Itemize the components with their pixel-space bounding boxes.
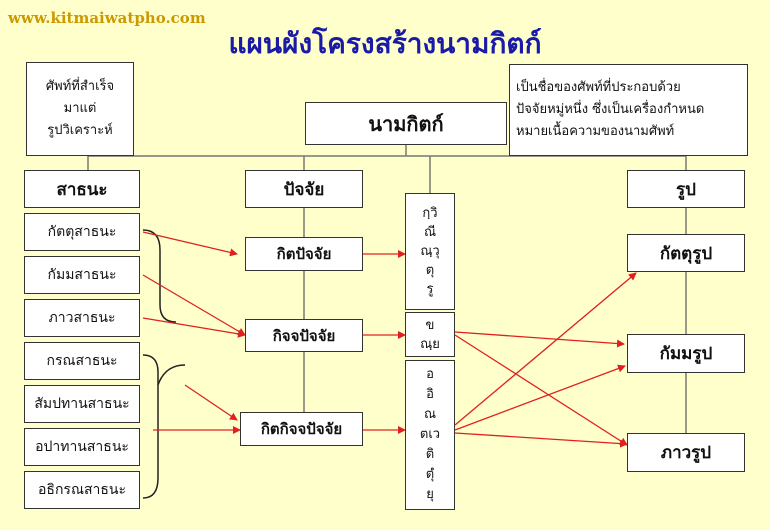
connector-arrow: [454, 272, 637, 426]
sadhana-item: กรณสาธนะ: [24, 342, 140, 380]
note-right-line: ปัจจัยหมู่หนึ่ง ซึ่งเป็นเครื่องกำหนด: [516, 102, 705, 117]
suffix-label: ตุ: [425, 263, 435, 278]
suffix-label: กฺวิ: [422, 206, 438, 221]
suffix-label: ยุ: [426, 487, 434, 502]
suffix-label: รู: [426, 282, 434, 297]
header-paccaya: ปัจจัย: [245, 170, 363, 208]
suffix-label: ณี: [423, 225, 437, 240]
sadhana-item: อปาทานสาธนะ: [24, 428, 140, 466]
note-right-line: เป็นชื่อของศัพท์ที่ประกอบด้วย: [516, 80, 681, 95]
suffix-label: ณฺวุ: [420, 244, 440, 259]
suffix-box: กฺวิ ณี ณฺวุ ตุ รู: [405, 193, 455, 310]
suffix-label: ตุํ: [425, 467, 435, 482]
brace-lines: [142, 229, 186, 499]
suffix-label: ตเว: [419, 427, 441, 442]
connector-arrow: [454, 334, 628, 446]
watermark: www.kitmaiwatpho.com: [8, 9, 206, 27]
note-left-line: มาแต่: [63, 101, 97, 116]
connector-arrow: [454, 364, 626, 431]
sadhana-item: กัมมสาธนะ: [24, 256, 140, 294]
sadhana-item: สัมปทานสาธนะ: [24, 385, 140, 423]
note-left-line: รูปวิเคราะห์: [47, 123, 113, 138]
note-left-line: ศัพท์ที่สำเร็จ: [45, 79, 115, 94]
paccaya-group: กิจจปัจจัย: [245, 319, 363, 352]
suffix-label: ข: [425, 317, 435, 333]
suffix-box: ข ณฺย: [405, 312, 455, 357]
connector-arrow: [454, 331, 625, 348]
header-rupa: รูป: [627, 170, 745, 208]
connector-arrow: [142, 231, 238, 257]
root-box: นามกิตก์: [305, 102, 507, 145]
rupa-item: กัมมรูป: [627, 334, 745, 373]
suffix-label: ติ: [425, 447, 435, 462]
suffix-label: อิ: [426, 387, 434, 402]
suffix-label: ณฺย: [420, 336, 440, 352]
header-sadhana: สาธนะ: [24, 170, 140, 208]
connector-arrow: [184, 384, 238, 421]
sadhana-item: อธิกรณสาธนะ: [24, 471, 140, 509]
suffix-label: ณ: [423, 407, 437, 422]
note-right-box: เป็นชื่อของศัพท์ที่ประกอบด้วย ปัจจัยหมู่…: [509, 64, 748, 156]
connector-arrow: [142, 274, 246, 336]
sadhana-item: ภาวสาธนะ: [24, 299, 140, 337]
suffix-label: อ: [426, 367, 434, 382]
note-left-box: ศัพท์ที่สำเร็จ มาแต่ รูปวิเคราะห์: [26, 62, 134, 156]
connector-arrow: [454, 432, 628, 448]
paccaya-group: กิตกิจจปัจจัย: [240, 412, 363, 446]
sadhana-item: กัตตุสาธนะ: [24, 213, 140, 251]
arrow-layer: [142, 231, 637, 448]
tree-lines: [87, 145, 687, 433]
diagram-title: แผนผังโครงสร้างนามกิตก์: [228, 27, 542, 60]
paccaya-group: กิตปัจจัย: [245, 237, 363, 271]
suffix-box: อ อิ ณ ตเว ติ ตุํ ยุ: [405, 360, 455, 510]
rupa-item: ภาวรูป: [627, 433, 745, 472]
note-right-line: หมายเนื้อความของนามศัพท์: [516, 124, 675, 139]
connector-arrow: [142, 317, 246, 338]
rupa-item: กัตตุรูป: [627, 234, 745, 272]
